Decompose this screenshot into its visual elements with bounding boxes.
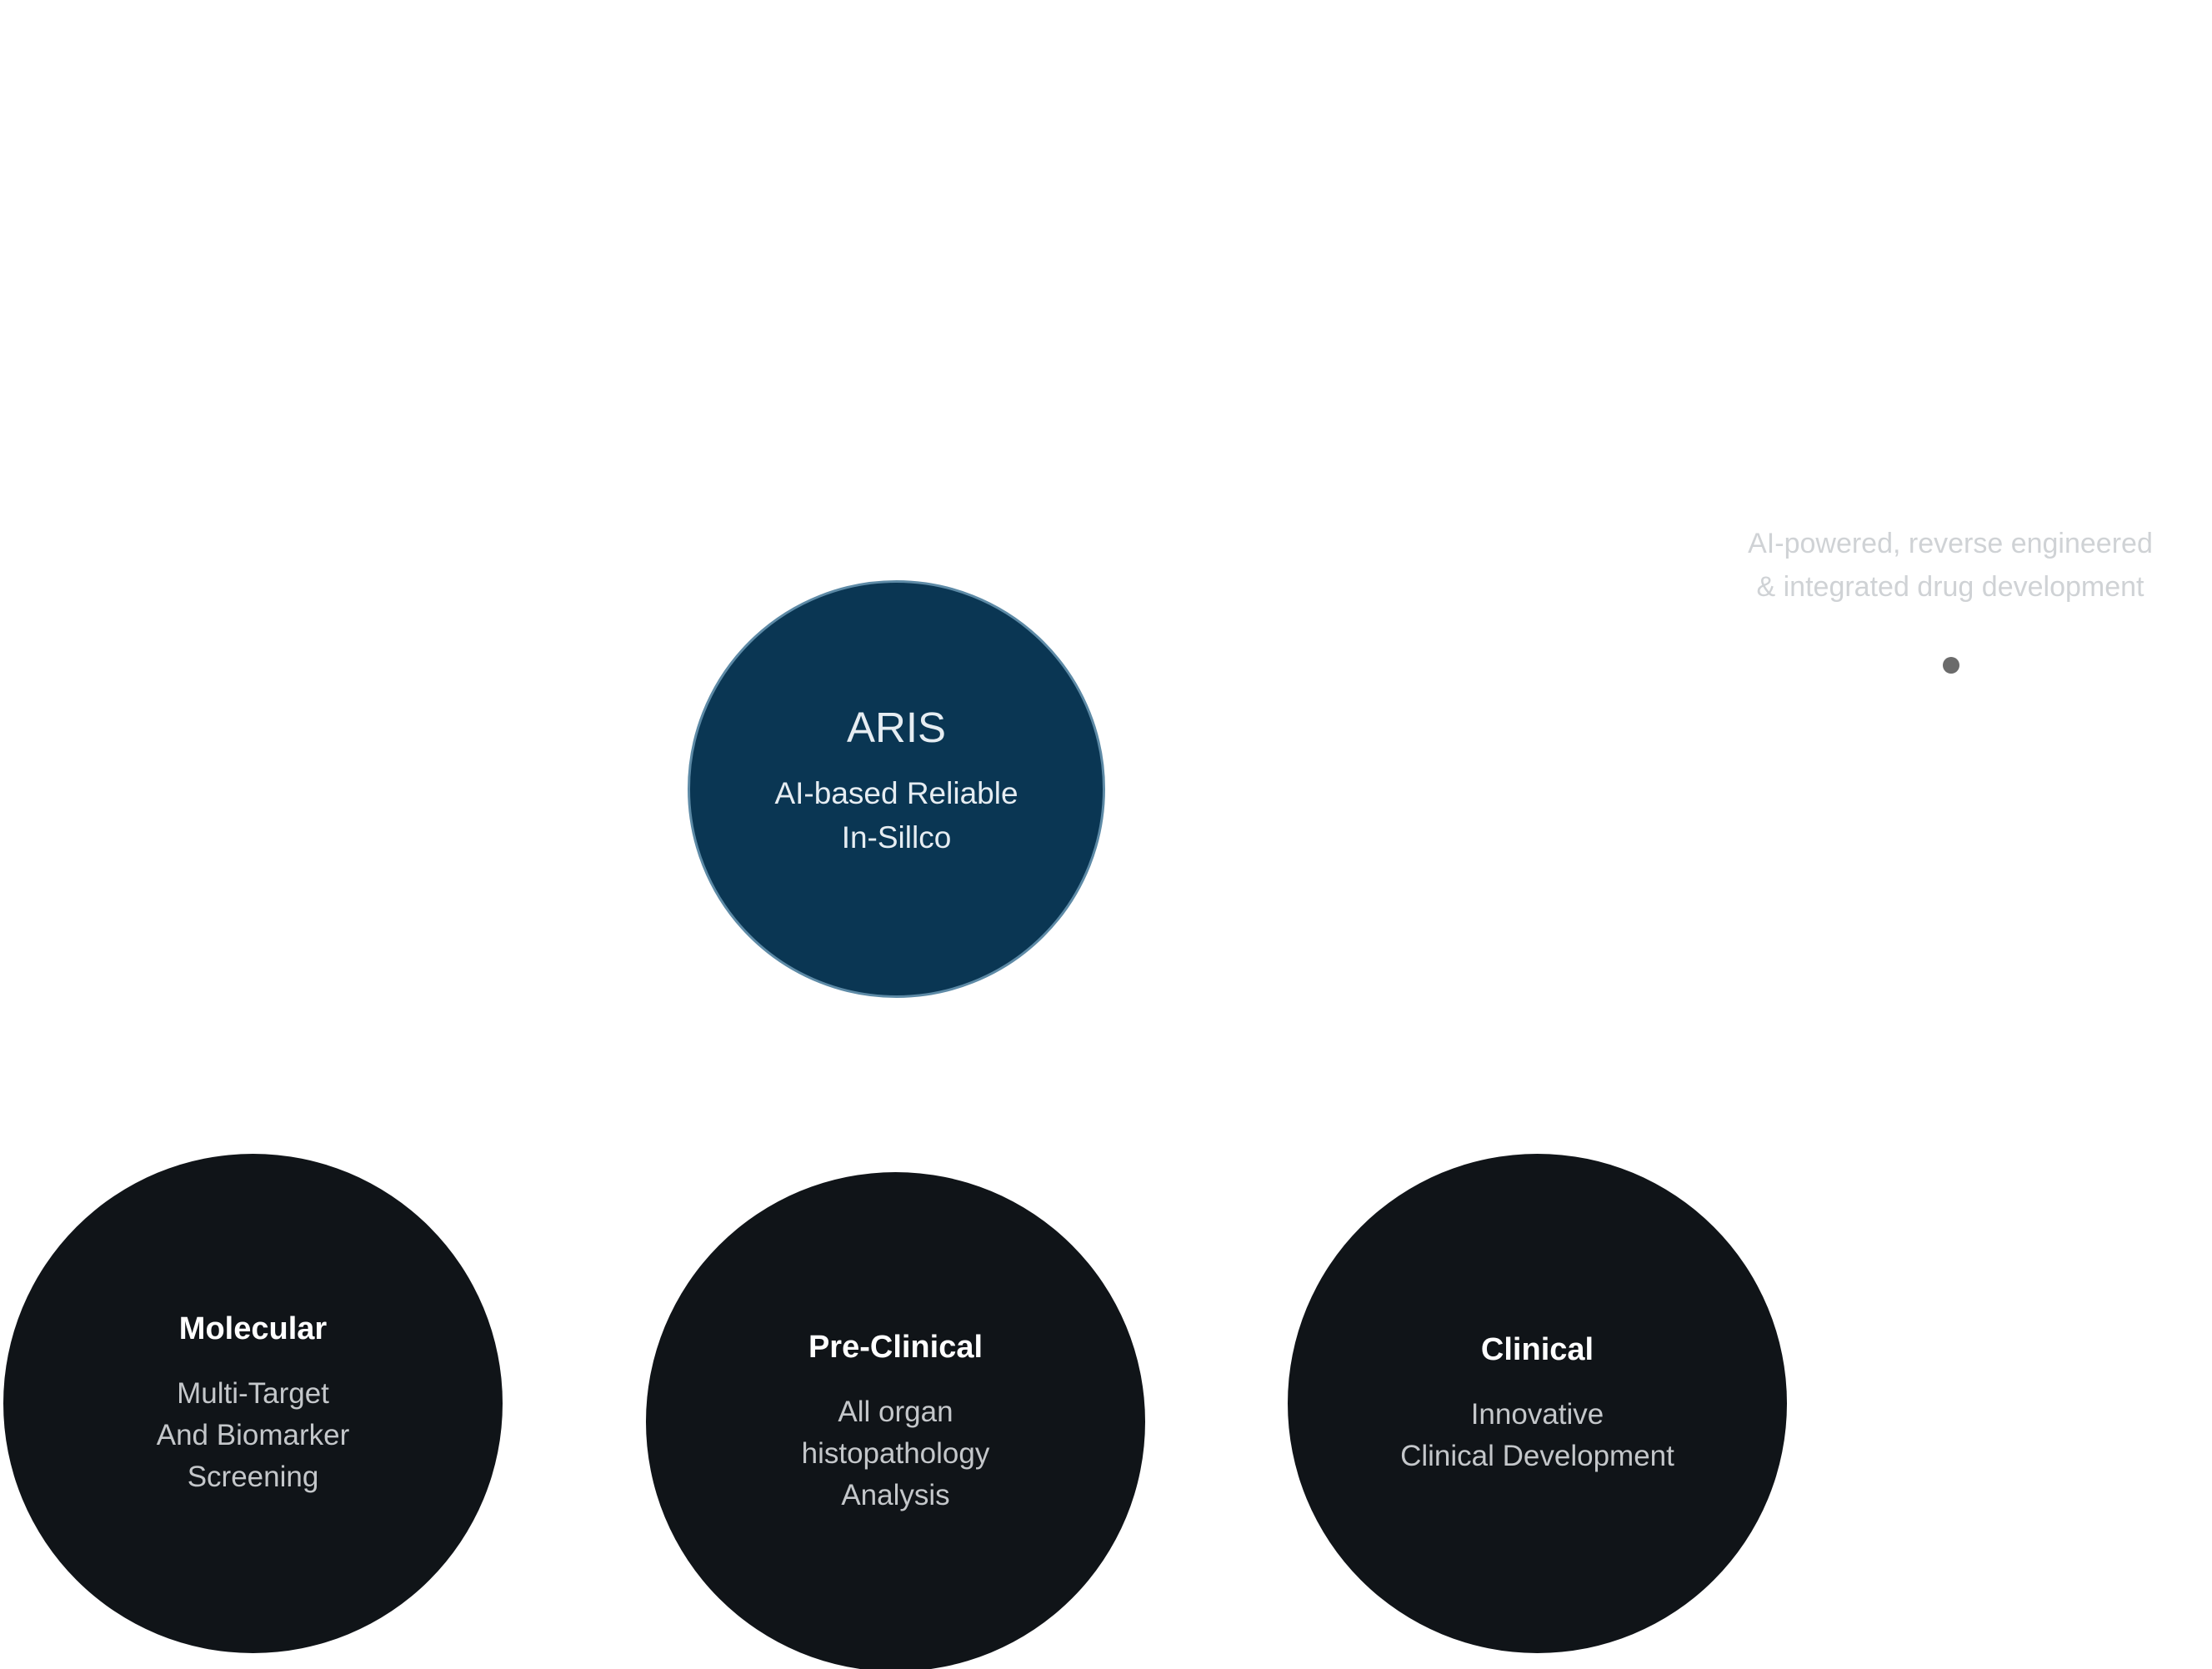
molecular-description: Multi-Target And Biomarker Screening xyxy=(156,1376,350,1493)
pre-clinical-description: All organ histopathology Analysis xyxy=(801,1395,990,1511)
pre-clinical-title: Pre-Clinical xyxy=(808,1329,983,1365)
aris-title: ARIS xyxy=(846,703,947,751)
clinical-circle: Clinical Innovative Clinical Development xyxy=(1288,1154,1787,1653)
aris-subtitle: AI-based Reliable In-Sillco xyxy=(774,775,1018,855)
clinical-description: Innovative Clinical Development xyxy=(1400,1397,1674,1472)
molecular-circle: Molecular Multi-Target And Biomarker Scr… xyxy=(3,1154,503,1653)
molecular-title: Molecular xyxy=(178,1311,328,1346)
aris-circle: ARIS AI-based Reliable In-Sillco xyxy=(688,580,1105,998)
pre-clinical-circle: Pre-Clinical All organ histopathology An… xyxy=(646,1172,1145,1669)
indicator-dot xyxy=(1943,657,1959,674)
clinical-title: Clinical xyxy=(1480,1331,1594,1367)
tagline-text: AI-powered, reverse engineered & integra… xyxy=(1748,528,2153,603)
